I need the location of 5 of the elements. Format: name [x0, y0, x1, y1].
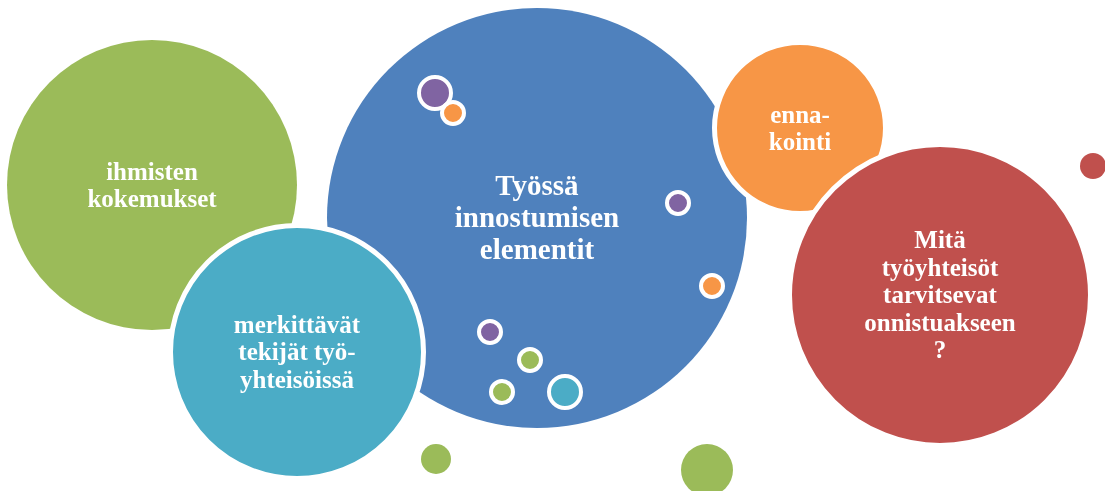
bubble-label: Mitä työyhteisöt tarvitsevat onnistuakseen ?: [863, 226, 1017, 364]
bubble-label: Työssä innostumisen elementit: [453, 170, 621, 266]
bubble-label: ihmisten kokemukset: [86, 157, 218, 213]
bubble-label: enna- kointi: [767, 100, 833, 156]
bubble-label: merkittävät tekijät työ- yhteisöissä: [232, 310, 362, 394]
